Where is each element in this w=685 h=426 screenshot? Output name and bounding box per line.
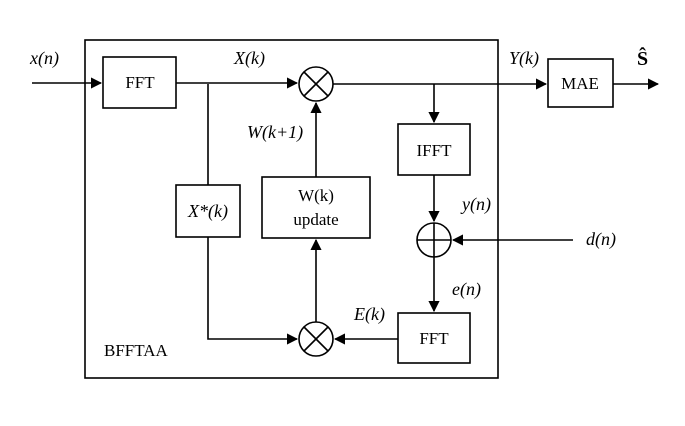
signal-Y-k: Y(k) <box>509 48 539 69</box>
fft-error-label: FFT <box>419 329 449 348</box>
wk-update-label-line2: update <box>293 210 338 229</box>
ifft-label: IFFT <box>417 141 453 160</box>
system-boundary <box>84 39 499 379</box>
x-star-label: X*(k) <box>187 201 228 222</box>
signal-E-k: E(k) <box>353 304 385 325</box>
mae-block <box>547 58 614 108</box>
signal-S-hat: Ŝ <box>637 46 648 70</box>
fft-input-block <box>102 56 177 109</box>
signal-x-n: x(n) <box>29 48 59 69</box>
multiplier-top <box>298 66 334 102</box>
system-label: BFFTAA <box>104 341 169 360</box>
fft-error-block <box>397 312 471 364</box>
signal-y-n: y(n) <box>460 194 491 215</box>
adder-node <box>416 222 452 258</box>
signal-X-k: X(k) <box>233 48 265 69</box>
signal-d-n: d(n) <box>586 229 616 250</box>
wk-update-label-line1: W(k) <box>298 186 334 205</box>
mae-label: MAE <box>561 74 599 93</box>
multiplier-bottom <box>298 321 334 357</box>
fft-input-label: FFT <box>125 73 155 92</box>
signal-e-n: e(n) <box>452 279 481 300</box>
arrow-xstar-to-multiplier-bottom <box>207 237 299 345</box>
signal-W-k1: W(k+1) <box>247 122 303 143</box>
